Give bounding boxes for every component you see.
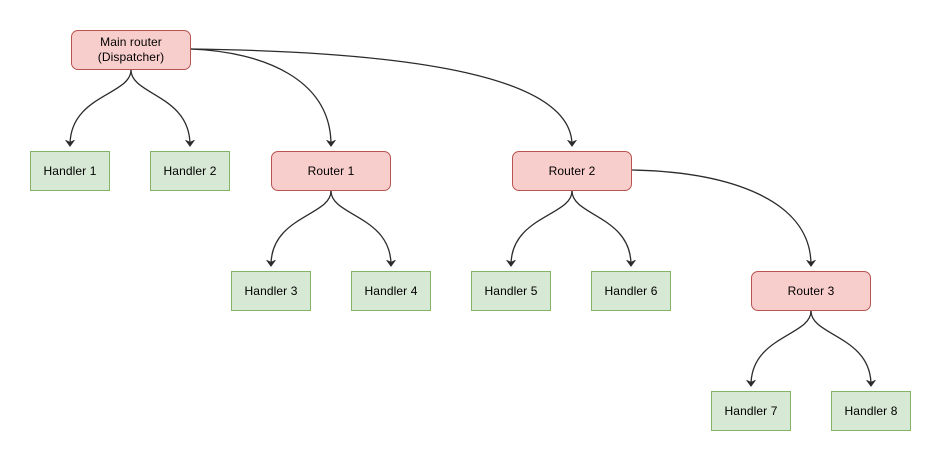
node-router-1[interactable]: Router 1: [271, 151, 391, 191]
node-handler-8[interactable]: Handler 8: [831, 391, 911, 431]
edge-router-2-to-handler-5: [506, 190, 573, 267]
node-label-handler-3: Handler 3: [244, 283, 298, 298]
node-label-router-3: Router 3: [787, 283, 835, 298]
node-handler-5[interactable]: Handler 5: [471, 271, 551, 311]
node-handler-4[interactable]: Handler 4: [351, 271, 431, 311]
node-label-handler-7: Handler 7: [724, 403, 778, 418]
edge-main-router-to-handler-1: [65, 69, 132, 147]
edge-main-router-to-router-1: [190, 48, 336, 147]
edge-router-1-to-handler-4: [330, 190, 396, 267]
node-label-router-1: Router 1: [307, 163, 355, 178]
node-handler-1[interactable]: Handler 1: [30, 151, 110, 191]
node-label-handler-5: Handler 5: [484, 283, 538, 298]
node-main-router[interactable]: Main router (Dispatcher): [71, 30, 191, 70]
node-label-handler-1: Handler 1: [43, 163, 97, 178]
node-label-router-2: Router 2: [548, 163, 596, 178]
edge-router-1-to-handler-3: [266, 190, 332, 267]
edge-router-3-to-handler-7: [746, 310, 812, 387]
node-label-main-router: Main router (Dispatcher): [97, 35, 165, 64]
node-handler-7[interactable]: Handler 7: [711, 391, 791, 431]
node-label-handler-4: Handler 4: [364, 283, 418, 298]
node-router-2[interactable]: Router 2: [512, 151, 632, 191]
edge-main-router-to-router-2: [190, 48, 577, 147]
edge-main-router-to-handler-2: [130, 69, 195, 147]
node-handler-3[interactable]: Handler 3: [231, 271, 311, 311]
node-label-handler-2: Handler 2: [163, 163, 217, 178]
node-handler-6[interactable]: Handler 6: [591, 271, 671, 311]
node-handler-2[interactable]: Handler 2: [150, 151, 230, 191]
node-label-handler-6: Handler 6: [604, 283, 658, 298]
edge-router-2-to-handler-6: [571, 190, 636, 267]
node-router-3[interactable]: Router 3: [751, 271, 871, 311]
edge-router-3-to-handler-8: [810, 310, 876, 387]
edge-group: [65, 48, 876, 387]
edge-router-2-to-router-3: [631, 169, 816, 267]
node-label-handler-8: Handler 8: [844, 403, 898, 418]
